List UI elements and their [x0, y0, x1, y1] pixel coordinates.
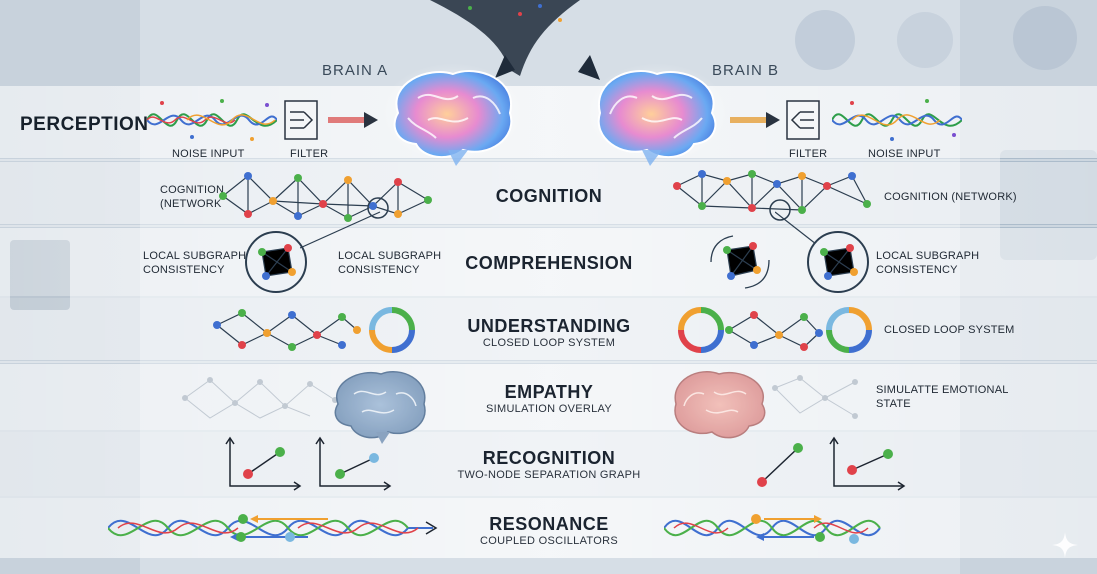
brain-b-label: BRAIN B — [712, 62, 779, 79]
filter-label-right: FILTER — [789, 147, 827, 161]
graph-icon-right-1 — [750, 436, 820, 492]
coupled-oscillators-right — [664, 503, 884, 553]
graph-icon-right-2 — [828, 436, 908, 492]
perception-title: PERCEPTION — [20, 114, 149, 136]
graph-icon-left-1 — [224, 436, 304, 492]
coupled-oscillators-left — [108, 503, 438, 553]
comprehension-title: COMPREHENSION — [440, 253, 658, 274]
closed-loop-icon-left — [367, 305, 417, 355]
arrow-to-brain-a — [328, 112, 378, 128]
cognition-right-label: COGNITION (NETWORK) — [884, 190, 1017, 204]
subgraph-pointer-left — [300, 210, 390, 250]
noise-input-wave-right — [832, 95, 962, 145]
brain-a-label: BRAIN A — [322, 62, 388, 79]
comprehension-right-label: LOCAL SUBGRAPH CONSISTENCY — [876, 249, 979, 277]
noise-input-label-left: NOISE INPUT — [172, 147, 245, 161]
comprehension-left-label-2: LOCAL SUBGRAPH CONSISTENCY — [338, 249, 441, 277]
noise-input-label-right: NOISE INPUT — [868, 147, 941, 161]
empathy-right-label: SIMULATTE EMOTIONAL STATE — [876, 383, 1009, 411]
filter-icon-right — [786, 100, 820, 140]
understanding-network-left — [212, 305, 362, 355]
closed-loop-icon-right-2 — [824, 305, 874, 355]
empathy-brain-left-icon — [326, 364, 436, 444]
empathy-subtitle: SIMULATION OVERLAY — [440, 403, 658, 415]
resonance-subtitle: COUPLED OSCILLATORS — [440, 535, 658, 547]
brain-b-icon — [582, 58, 732, 168]
cognition-title: COGNITION — [440, 186, 658, 207]
understanding-right-label: CLOSED LOOP SYSTEM — [884, 323, 1015, 337]
closed-loop-icon-right-1 — [676, 305, 726, 355]
understanding-subtitle: CLOSED LOOP SYSTEM — [440, 337, 658, 349]
resonance-title: RESONANCE — [440, 514, 658, 535]
comprehension-left-label-1: LOCAL SUBGRAPH CONSISTENCY — [143, 249, 246, 277]
brain-a-icon — [378, 58, 528, 168]
subgraph-rotating-right — [705, 232, 775, 292]
graph-icon-left-2 — [314, 436, 394, 492]
subgraph-circle-right — [806, 230, 870, 294]
cognition-network-right — [672, 166, 872, 224]
noise-input-wave-left — [147, 95, 277, 145]
empathy-faded-network-right — [770, 368, 860, 428]
arrow-from-brain-b — [730, 112, 780, 128]
recognition-title: RECOGNITION — [440, 448, 658, 469]
subgraph-circle-left — [244, 230, 308, 294]
empathy-title: EMPATHY — [440, 382, 658, 403]
understanding-title: UNDERSTANDING — [440, 316, 658, 337]
empathy-faded-network-left — [180, 368, 340, 428]
cognition-left-label: COGNITION (NETWORK — [160, 183, 224, 211]
filter-icon — [284, 100, 318, 140]
understanding-network-right — [724, 305, 824, 355]
empathy-brain-right-icon — [664, 364, 774, 444]
recognition-subtitle: TWO-NODE SEPARATION GRAPH — [440, 469, 658, 481]
filter-label-left: FILTER — [290, 147, 328, 161]
sparkle-icon — [1050, 530, 1080, 560]
